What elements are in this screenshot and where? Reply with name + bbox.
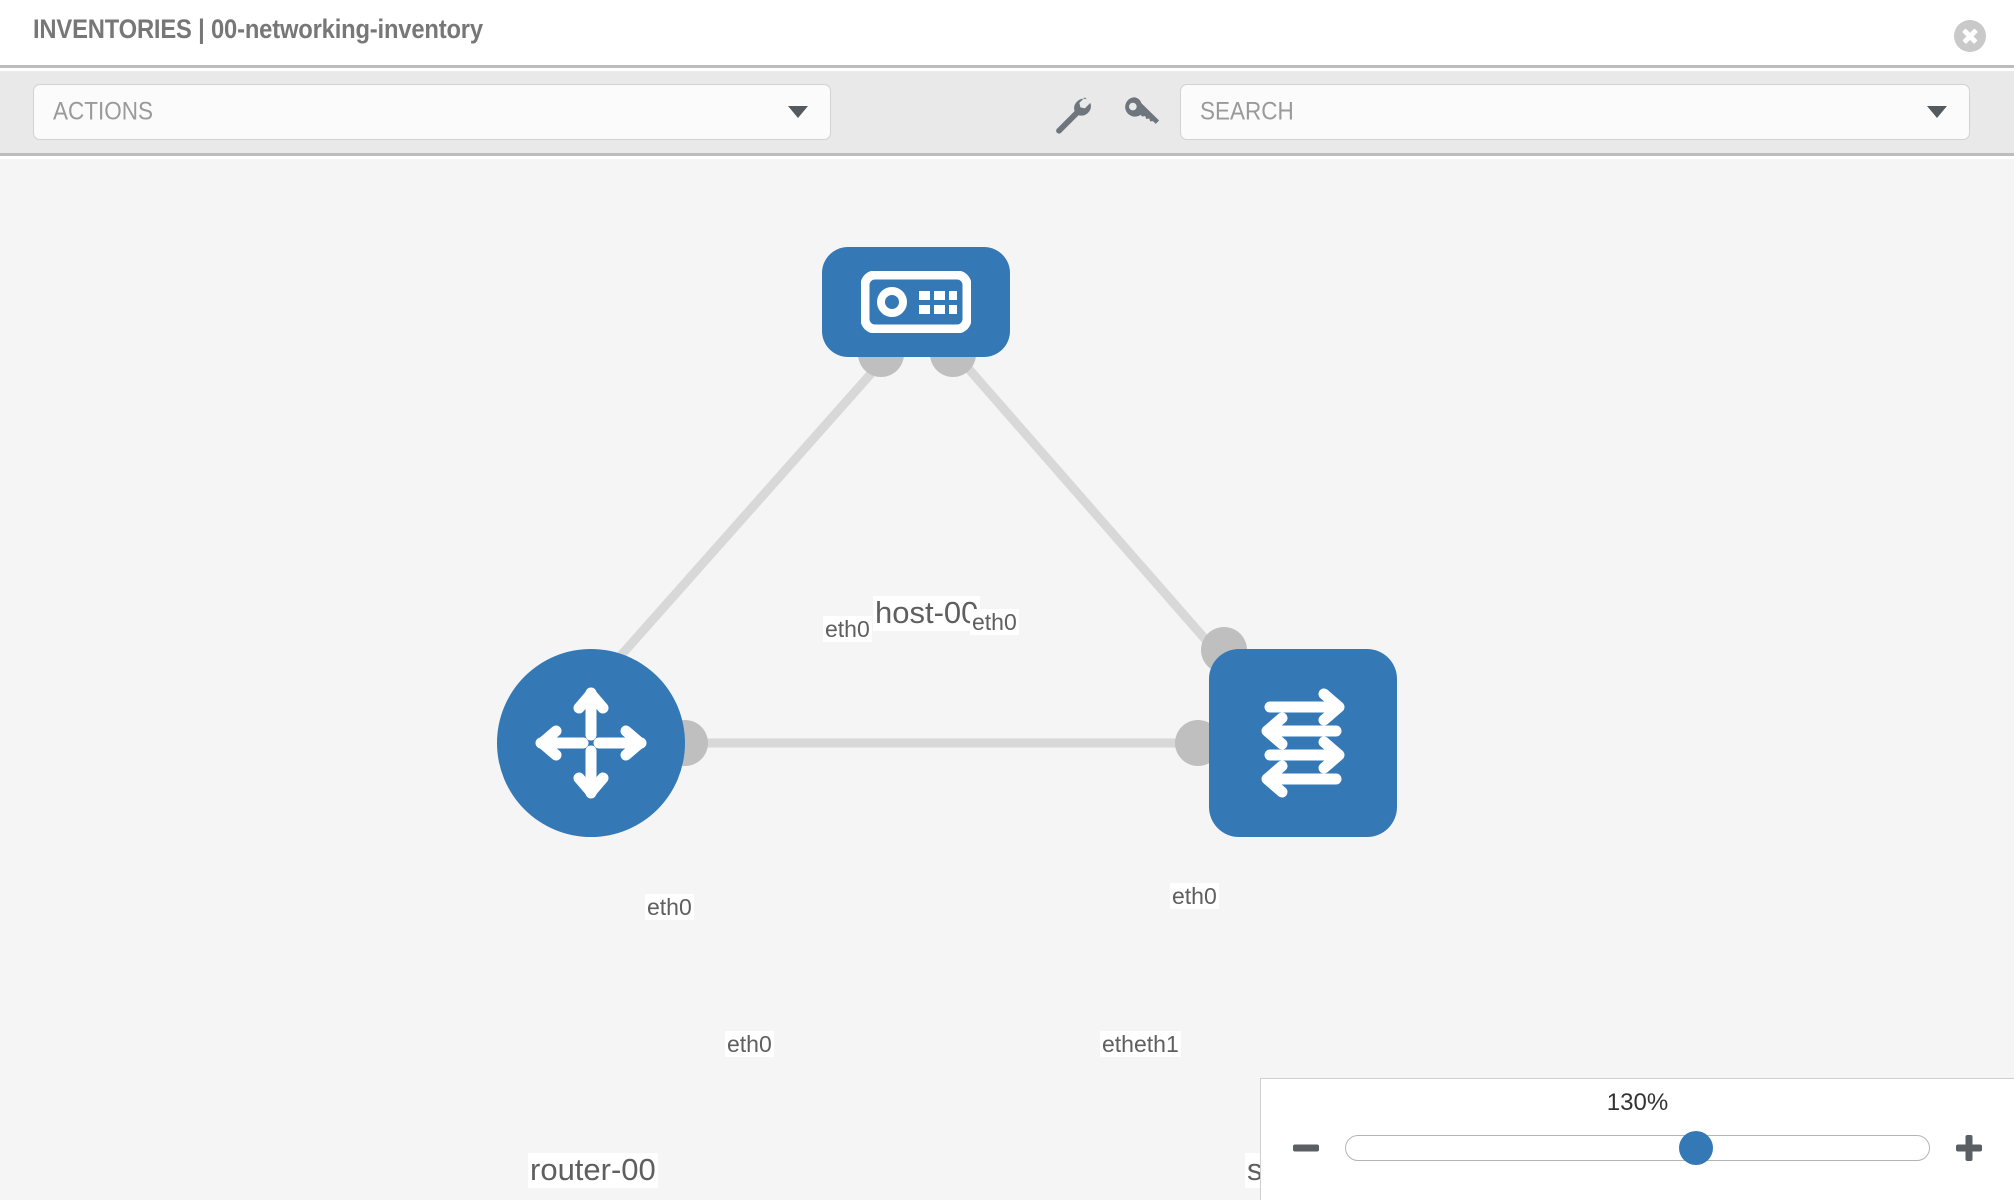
router-node-shape: [497, 649, 685, 837]
switch-node-shape: [1209, 649, 1397, 837]
topology-links: [596, 356, 1244, 748]
iface-label-host-left: eth0: [823, 616, 872, 643]
minus-icon[interactable]: [1289, 1131, 1323, 1165]
page-header: INVENTORIES | 00-networking-inventory: [0, 0, 2014, 68]
link-host-router: [596, 356, 888, 682]
zoom-control-panel: 130%: [1260, 1078, 2014, 1200]
router-arrows-icon: [535, 687, 647, 799]
zoom-control-row: [1289, 1131, 1986, 1165]
topology-graph: host-00 router-00 switch-00 eth0 eth0 et…: [0, 159, 2014, 1200]
actions-dropdown-label: ACTIONS: [53, 97, 154, 126]
chevron-down-icon: [788, 106, 808, 118]
zoom-slider-thumb[interactable]: [1678, 1131, 1713, 1165]
search-input-placeholder[interactable]: SEARCH: [1200, 97, 1294, 126]
server-icon: [861, 271, 971, 333]
wrench-icon[interactable]: [1050, 91, 1094, 135]
topology-canvas[interactable]: host-00 router-00 switch-00 eth0 eth0 et…: [0, 159, 2014, 1200]
plus-icon[interactable]: [1952, 1131, 1986, 1165]
iface-label-router-right: eth0: [725, 1031, 774, 1058]
host-node-shape: [822, 247, 1010, 357]
chevron-down-icon: [1927, 106, 1947, 118]
node-label-host-00: host-00: [873, 595, 981, 631]
iface-label-host-right: eth0: [970, 609, 1019, 636]
close-icon[interactable]: [1954, 20, 1986, 52]
iface-label-switch-left: etheth1: [1100, 1031, 1181, 1058]
iface-label-switch-uplink: eth0: [1170, 883, 1219, 910]
node-label-router-00: router-00: [528, 1152, 658, 1188]
key-icon[interactable]: [1118, 91, 1162, 135]
search-dropdown[interactable]: SEARCH: [1180, 84, 1970, 140]
link-host-switch: [956, 356, 1244, 682]
zoom-level-value: 130%: [1606, 1089, 1669, 1116]
actions-dropdown[interactable]: ACTIONS: [33, 84, 831, 140]
iface-label-router-uplink: eth0: [645, 894, 694, 921]
zoom-slider[interactable]: [1345, 1131, 1930, 1165]
page-title: INVENTORIES | 00-networking-inventory: [33, 14, 483, 44]
toolbar: ACTIONS SEARCH: [0, 71, 2014, 156]
switch-arrows-icon: [1261, 688, 1345, 798]
